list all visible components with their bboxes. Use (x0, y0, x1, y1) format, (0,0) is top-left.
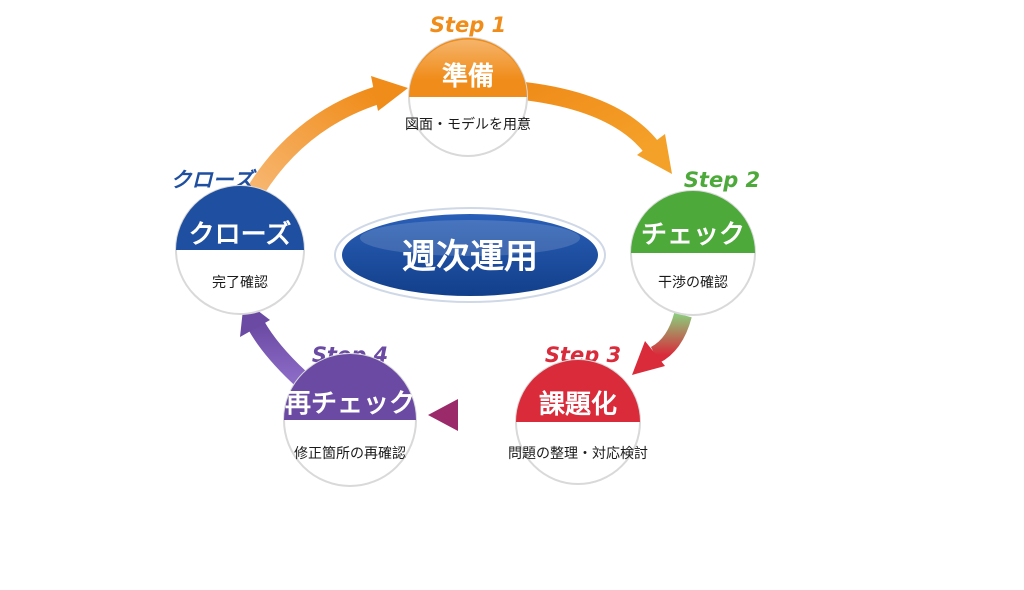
arrow-step4-to-close (248, 320, 307, 385)
arrow-close-to-step1 (248, 86, 381, 195)
center-title: 週次運用 (402, 237, 538, 277)
step2-label: Step 2 (684, 168, 760, 192)
close-desc: 完了確認 (212, 275, 268, 291)
arrowhead-step1-to-step2 (637, 134, 672, 174)
center-node: 週次運用 (334, 207, 606, 303)
close-title: クローズ (189, 219, 292, 250)
arrowhead-step3-to-step4 (428, 399, 458, 431)
step1-title: 準備 (442, 61, 494, 92)
arrow-step2-to-step3 (650, 312, 692, 364)
step1-label: Step 1 (430, 13, 506, 37)
step2-desc: 干渉の確認 (658, 275, 728, 291)
step3-node: Step 3 課題化 問題の整理・対応検討 (508, 343, 648, 485)
arrowhead-close-to-step1 (371, 76, 408, 111)
close-node: クローズ クローズ 完了確認 (171, 168, 305, 315)
step4-node: Step 4 再チェック 修正箇所の再確認 (283, 343, 417, 487)
cycle-arrows (240, 76, 692, 431)
step2-title: チェック (641, 220, 745, 250)
step3-desc: 問題の整理・対応検討 (508, 446, 648, 462)
step1-node: Step 1 準備 図面・モデルを用意 (405, 13, 531, 157)
step3-title: 課題化 (539, 389, 617, 420)
step1-desc: 図面・モデルを用意 (405, 116, 531, 133)
step2-node: Step 2 チェック 干渉の確認 (630, 168, 760, 316)
step4-title: 再チェック (285, 389, 415, 419)
step4-desc: 修正箇所の再確認 (294, 445, 406, 462)
arrowhead-step2-to-step3 (632, 341, 665, 375)
arrow-step1-to-step2 (514, 81, 660, 154)
